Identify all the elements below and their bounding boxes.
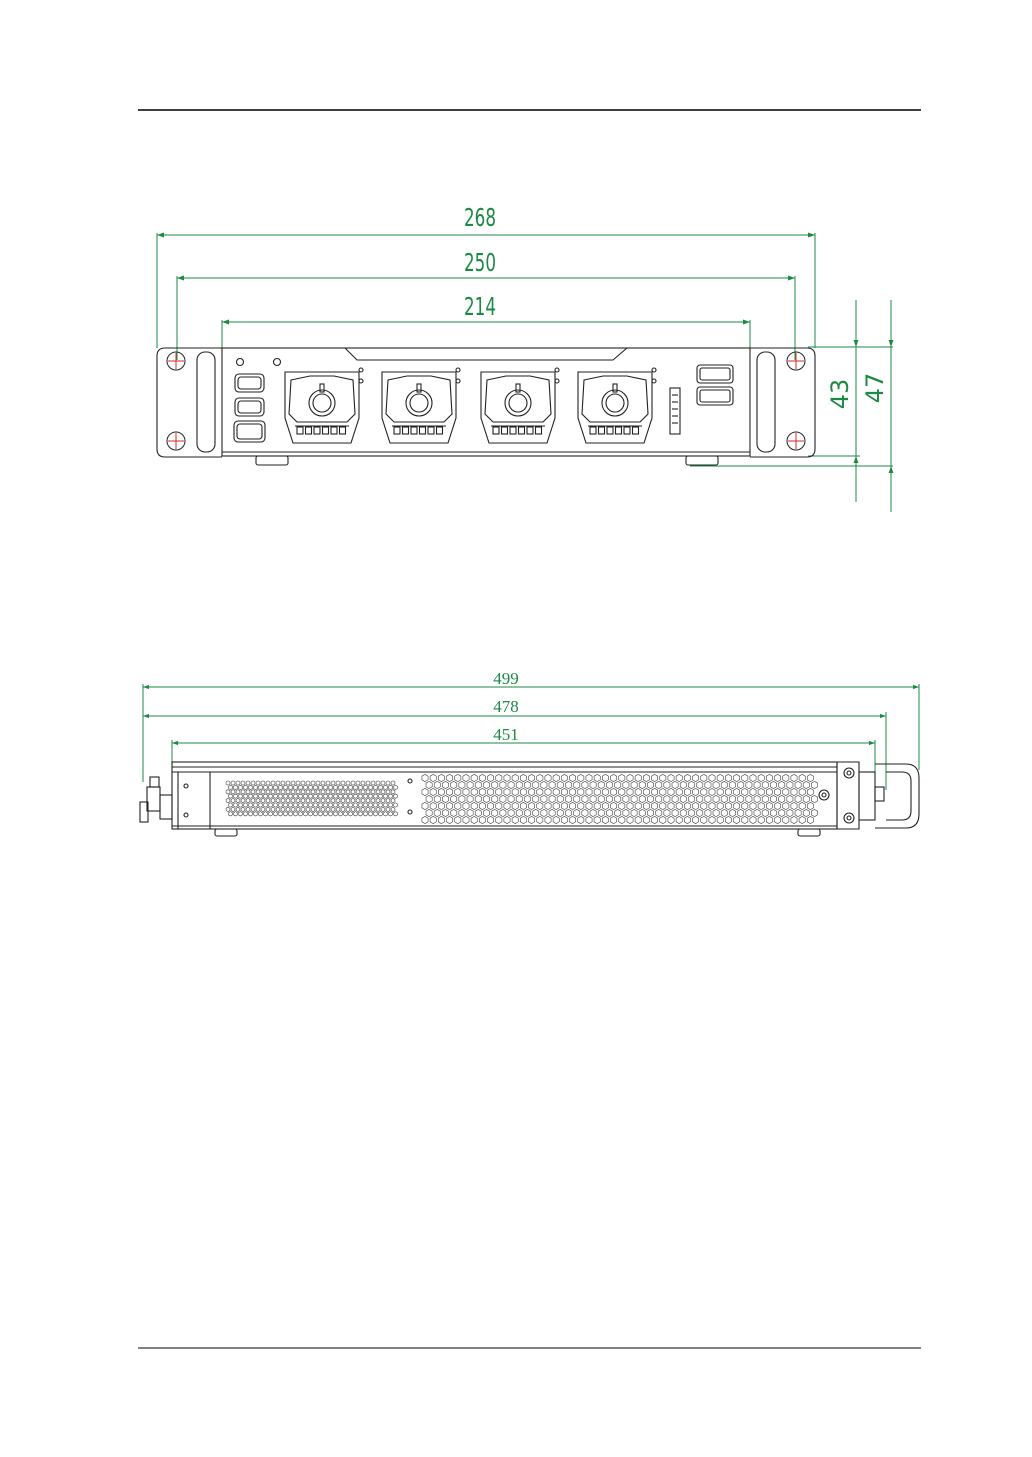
dim-43-label: 43	[826, 379, 854, 410]
side-dimensions	[143, 684, 919, 790]
dim-478-label: 478	[493, 697, 519, 716]
front-panel-drawing	[157, 348, 815, 465]
connector-modules	[285, 368, 656, 443]
dim-499-label: 499	[493, 669, 519, 688]
side-view: 499 478 451	[140, 669, 919, 836]
vent-small	[226, 781, 397, 816]
dim-268-label: 268	[464, 203, 496, 232]
dim-250-label: 250	[464, 248, 496, 277]
dim-451-label: 451	[493, 725, 519, 744]
vent-large	[422, 774, 818, 823]
dim-214-label: 214	[464, 292, 496, 321]
front-view: 268 250 214 43 47	[157, 203, 893, 512]
dim-47-label: 47	[861, 373, 889, 404]
